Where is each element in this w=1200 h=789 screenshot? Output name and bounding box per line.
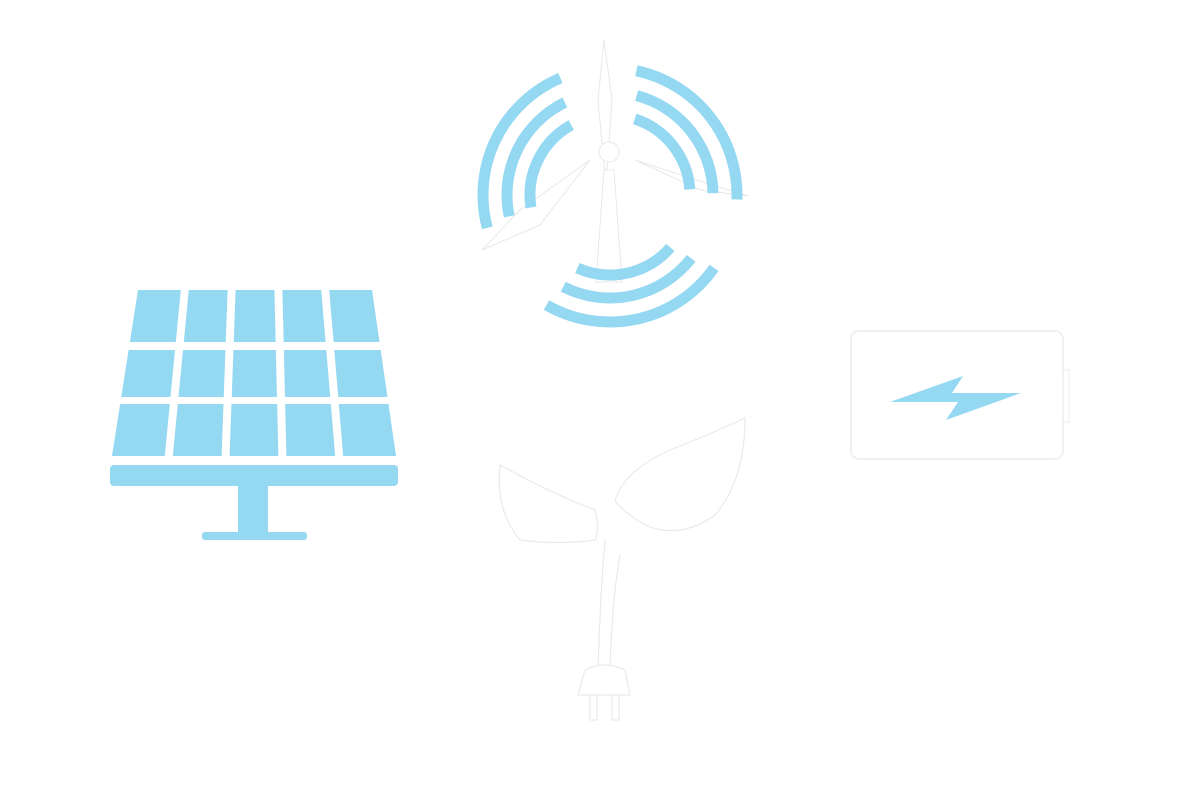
solar-cell: [231, 350, 277, 397]
solar-cell: [129, 290, 181, 342]
wind-arc: [524, 120, 575, 209]
solar-cell: [285, 404, 336, 456]
solar-cell: [329, 290, 380, 342]
plant-plug-icon: [498, 417, 746, 721]
plant-leaf-left: [498, 464, 599, 544]
solar-cell: [183, 290, 228, 342]
wind-turbine-icon: [477, 39, 749, 328]
solar-cell: [334, 350, 388, 397]
solar-cell: [338, 404, 396, 456]
wind-arc: [635, 90, 719, 194]
plug-prong: [611, 694, 620, 721]
wind-arc: [560, 254, 696, 304]
solar-cell: [112, 404, 170, 456]
wind-arc: [575, 243, 675, 281]
solar-panel-stand: [238, 486, 268, 534]
solar-cell: [172, 404, 224, 456]
battery-charging-icon: [850, 330, 1070, 460]
solar-panel-frame-bar: [110, 465, 398, 486]
turbine-blade: [634, 159, 749, 197]
plug-prong: [589, 694, 598, 721]
wind-arc: [632, 113, 696, 190]
wind-arc: [543, 264, 719, 328]
lightning-bolt-icon: [890, 376, 1021, 420]
wind-arc: [477, 73, 563, 230]
battery-terminal: [1062, 369, 1070, 423]
wind-arcs: [477, 65, 743, 328]
solar-cell: [233, 290, 276, 342]
plant-stem: [597, 539, 621, 671]
solar-cell: [121, 350, 176, 397]
solar-panel-foot: [202, 532, 307, 540]
plant-leaf-right: [614, 417, 746, 532]
solar-cell: [282, 290, 326, 342]
solar-cell: [229, 404, 279, 456]
wind-arc: [635, 65, 743, 200]
wind-arc: [501, 97, 568, 218]
solar-cell: [283, 350, 331, 397]
turbine-tower: [595, 169, 623, 283]
solar-panel-icon: [110, 290, 398, 540]
solar-cell: [178, 350, 226, 397]
turbine-blade: [597, 39, 613, 186]
plug-head: [577, 664, 631, 696]
turbine-hub: [598, 141, 620, 163]
